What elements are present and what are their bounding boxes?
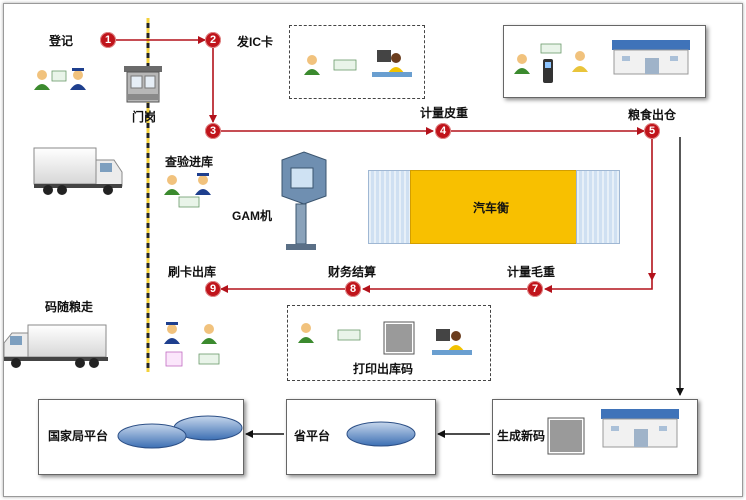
print-exit-code-label: 打印出库码 [353, 362, 414, 376]
truck-icons [3, 147, 123, 368]
warehouse-icons [601, 40, 690, 448]
code-with-grain-label: 码随粮走 [45, 300, 94, 314]
step-1-badge: 1 [100, 32, 116, 48]
step-2-badge: 2 [205, 32, 221, 48]
issue-ic-card-label: 发IC卡 [237, 35, 274, 49]
scale-left-ramp [368, 170, 412, 244]
gam-kiosk-icon [281, 151, 327, 250]
truck-scale [410, 170, 578, 244]
truck-scale-label: 汽车衡 [473, 201, 510, 215]
operator-desk-icon [372, 50, 472, 355]
scale-right-ramp [576, 170, 620, 244]
gross-weight-label: 计量毛重 [507, 265, 556, 279]
national-platform-label: 国家局平台 [48, 429, 109, 443]
gam-label: GAM机 [232, 209, 272, 223]
generate-new-code-label: 生成新码 [497, 429, 546, 443]
card-icons [51, 43, 562, 367]
guard-booth [124, 66, 162, 103]
step-8-badge: 8 [345, 281, 361, 297]
inspection-label: 查验进库 [165, 155, 214, 169]
grain-outbound-label: 粮食出仓 [628, 108, 677, 122]
step-5-badge: 5 [644, 123, 660, 139]
tare-weight-label: 计量皮重 [420, 106, 469, 120]
platform-disk-icons [117, 415, 416, 449]
card-exit-label: 刷卡出库 [168, 265, 217, 279]
provincial-platform-label: 省平台 [294, 429, 331, 443]
step-7-badge: 7 [527, 281, 543, 297]
step-3-badge: 3 [205, 123, 221, 139]
scanner-icon [543, 51, 588, 83]
step-4-badge: 4 [435, 123, 451, 139]
settlement-label: 财务结算 [328, 265, 377, 279]
guard-icons [70, 68, 211, 344]
gate-label: 门岗 [132, 110, 157, 124]
step-9-badge: 9 [205, 281, 221, 297]
register-label: 登记 [49, 34, 74, 48]
person-icons [34, 54, 530, 344]
